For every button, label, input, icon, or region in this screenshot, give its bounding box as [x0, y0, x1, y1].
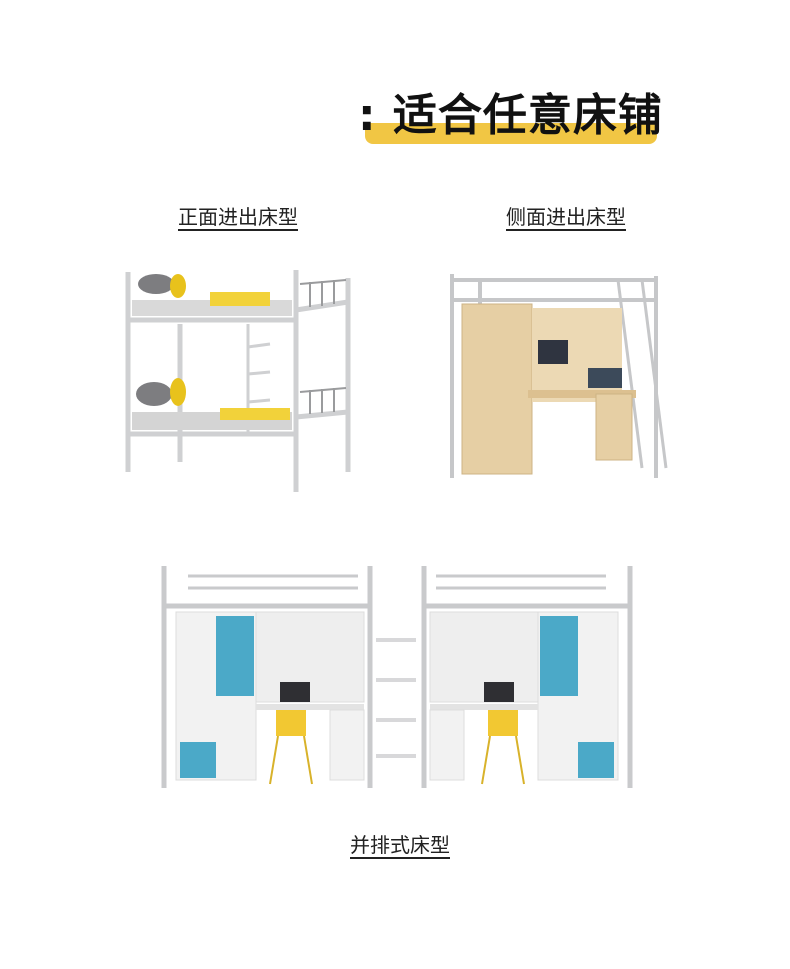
title-text: : 适合任意床铺	[358, 90, 663, 141]
page-title: : 适合任意床铺	[358, 88, 668, 148]
title-highlight-bar	[365, 123, 657, 144]
side-by-side-loft-bed-image	[161, 560, 636, 792]
side-entry-loft-bed-image	[450, 274, 668, 478]
side-by-side-bed-label: 并排式床型	[350, 833, 450, 857]
front-entry-bed-label: 正面进出床型	[178, 205, 298, 229]
side-entry-bed-label: 侧面进出床型	[506, 205, 626, 229]
bunk-bed-image	[125, 270, 351, 492]
